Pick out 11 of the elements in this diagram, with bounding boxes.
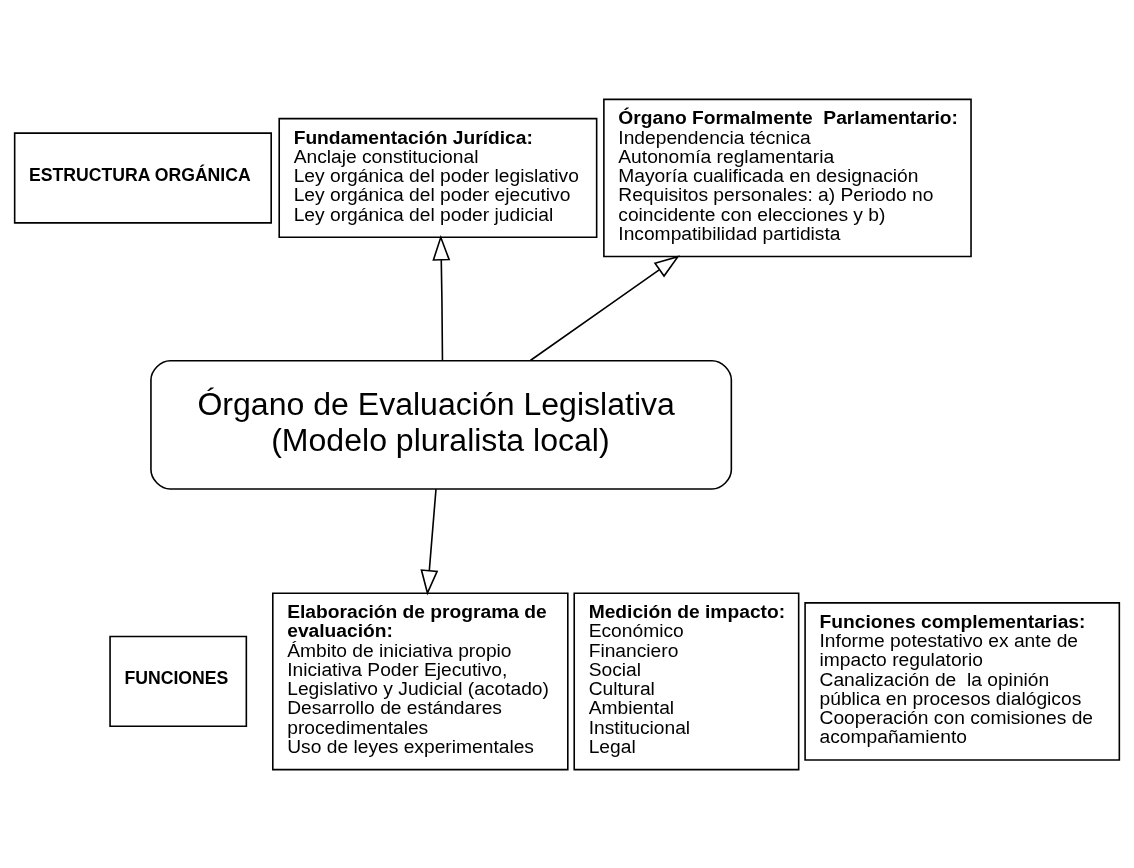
- arrow: [432, 234, 451, 361]
- node-box: Funciones complementarias: Informe potestativo ex ante de impacto regulatorio Canalización de la opinión pública en procesos dialógicos Cooperación con comisiones de acompañamiento: [804, 601, 1121, 761]
- node-box: Elaboración de programa de evaluación: Ámbito de iniciativa propio Iniciativa Poder Ejecutivo, Legislativo y Judicial (acotado) Desarrollo de estándares procedimentales Uso de leyes experimentales: [272, 591, 569, 770]
- node-box: Órgano Formalmente Parlamentario: Independencia técnica Autonomía reglamentaria Mayoría cualificada en designación Requisitos personales: a) Periodo no coincidente con elecciones y b) Incompatibilidad partidista: [603, 98, 972, 257]
- arrow: [529, 254, 680, 361]
- node-box: Fundamentación Jurídica: Anclaje constitucional Ley orgánica del poder legislativo Ley orgánica del poder ejecutivo Ley orgánica del poder judicial: [278, 117, 598, 238]
- node-box: ESTRUCTURA ORGÁNICA: [13, 131, 272, 224]
- node-box: Medición de impacto: Económico Financiero Social Cultural Ambiental Institucional Legal: [573, 591, 800, 770]
- node-box: FUNCIONES: [109, 635, 248, 727]
- node-box: Órgano de Evaluación Legislativa (Modelo pluralista local): [150, 359, 733, 490]
- arrow: [420, 487, 439, 595]
